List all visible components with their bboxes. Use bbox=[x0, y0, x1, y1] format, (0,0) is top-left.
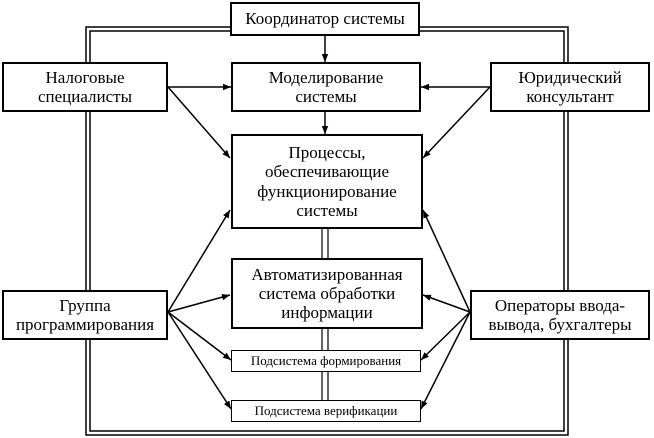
arrow-operators-to-formation bbox=[420, 311, 471, 361]
arrow-legal-to-processes bbox=[422, 86, 491, 159]
node-legal-consultant: Юридический консультант bbox=[490, 62, 650, 112]
node-operators: Операторы ввода- вывода, бухгалтеры bbox=[470, 290, 650, 340]
node-automated-system: Автоматизированная система обработки инф… bbox=[231, 258, 423, 329]
arrow-tax-to-processes bbox=[167, 86, 231, 159]
node-formation-subsystem: Подсистема формирования bbox=[231, 350, 421, 372]
node-coordinator: Координатор системы bbox=[230, 2, 420, 36]
arrow-programmers-to-automated bbox=[167, 294, 231, 313]
arrow-operators-to-verification bbox=[420, 311, 471, 410]
arrow-operators-to-processes bbox=[422, 209, 471, 313]
arrow-operators-to-automated bbox=[422, 294, 471, 313]
arrow-programmers-to-processes bbox=[167, 209, 231, 313]
node-processes: Процессы, обеспечивающие функционировани… bbox=[231, 134, 423, 229]
node-tax-specialists: Налоговые специалисты bbox=[2, 62, 168, 112]
node-verification-subsystem: Подсистема верификации bbox=[231, 400, 421, 422]
node-modeling: Моделирование системы bbox=[231, 62, 421, 112]
arrow-programmers-to-formation bbox=[167, 311, 232, 361]
arrow-programmers-to-verification bbox=[167, 311, 232, 410]
node-programming-group: Группа программирования bbox=[2, 290, 168, 340]
